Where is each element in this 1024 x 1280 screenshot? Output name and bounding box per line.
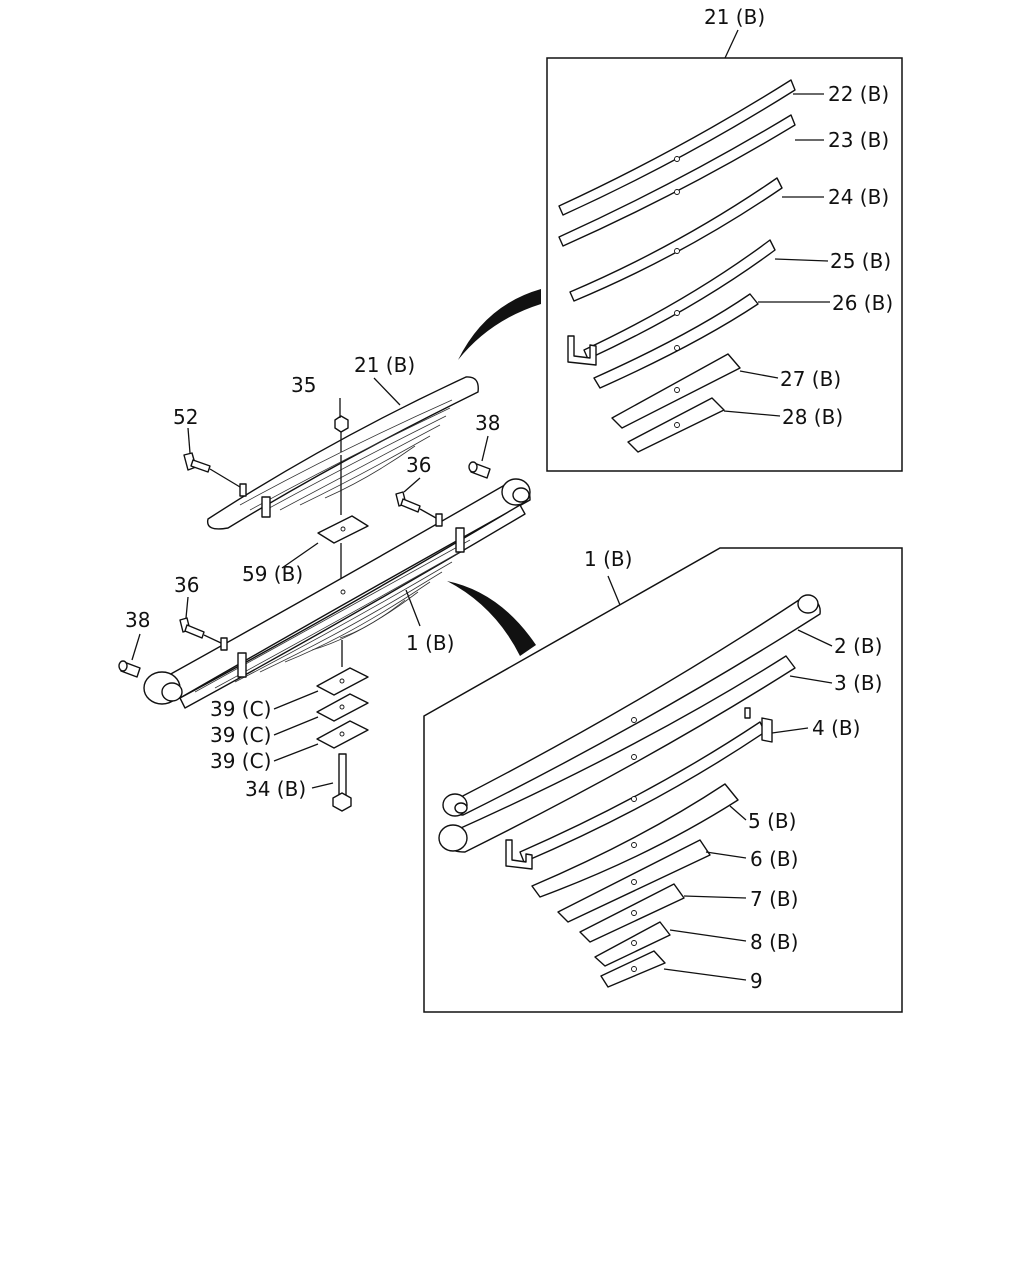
leaf-22 bbox=[558, 79, 796, 216]
leaf-23 bbox=[558, 114, 796, 247]
label-21b-assembly: 21 (B) bbox=[354, 353, 415, 377]
main-spring-detail-box bbox=[423, 547, 903, 1013]
label-1b-assembly: 1 (B) bbox=[406, 631, 454, 655]
label-27b: 27 (B) bbox=[780, 367, 841, 391]
label-1b-detail: 1 (B) bbox=[584, 547, 632, 571]
label-21b-detail: 21 (B) bbox=[704, 5, 765, 29]
main-spring-assembly bbox=[118, 435, 531, 709]
label-2b: 2 (B) bbox=[834, 634, 882, 658]
arrow-to-main-detail bbox=[447, 581, 536, 656]
label-26b: 26 (B) bbox=[832, 291, 893, 315]
arrow-to-helper-detail bbox=[458, 289, 541, 360]
leaf-24 bbox=[569, 177, 783, 302]
label-52: 52 bbox=[173, 405, 198, 429]
leaf-5 bbox=[531, 783, 739, 898]
label-23b: 23 (B) bbox=[828, 128, 889, 152]
center-bolt-34 bbox=[311, 753, 352, 812]
bolt-52 bbox=[183, 452, 241, 488]
spacers-39 bbox=[273, 640, 369, 762]
helper-spring-detail-box bbox=[546, 29, 903, 472]
label-36-right: 36 bbox=[406, 453, 431, 477]
label-3b: 3 (B) bbox=[834, 671, 882, 695]
label-36-left: 36 bbox=[174, 573, 199, 597]
label-59b: 59 (B) bbox=[242, 562, 303, 586]
label-39c-1: 39 (C) bbox=[210, 697, 271, 721]
label-28b: 28 (B) bbox=[782, 405, 843, 429]
helper-spring-assembly bbox=[183, 376, 479, 530]
label-34b: 34 (B) bbox=[245, 777, 306, 801]
label-5b: 5 (B) bbox=[748, 809, 796, 833]
label-39c-2: 39 (C) bbox=[210, 723, 271, 747]
spacer-59 bbox=[281, 455, 369, 588]
label-38-right: 38 bbox=[475, 411, 500, 435]
label-6b: 6 (B) bbox=[750, 847, 798, 871]
leaf-3 bbox=[447, 655, 796, 853]
label-39c-3: 39 (C) bbox=[210, 749, 271, 773]
leaf-clip bbox=[567, 335, 597, 366]
label-25b: 25 (B) bbox=[830, 249, 891, 273]
label-7b: 7 (B) bbox=[750, 887, 798, 911]
label-35: 35 bbox=[291, 373, 316, 397]
leaf-26 bbox=[593, 293, 759, 389]
label-38-left: 38 bbox=[125, 608, 150, 632]
nut-35 bbox=[334, 415, 349, 433]
label-9: 9 bbox=[750, 969, 763, 993]
label-8b: 8 (B) bbox=[750, 930, 798, 954]
label-4b: 4 (B) bbox=[812, 716, 860, 740]
leaf-2 bbox=[450, 597, 821, 816]
leaf-25 bbox=[583, 239, 776, 360]
label-24b: 24 (B) bbox=[828, 185, 889, 209]
label-22b: 22 (B) bbox=[828, 82, 889, 106]
